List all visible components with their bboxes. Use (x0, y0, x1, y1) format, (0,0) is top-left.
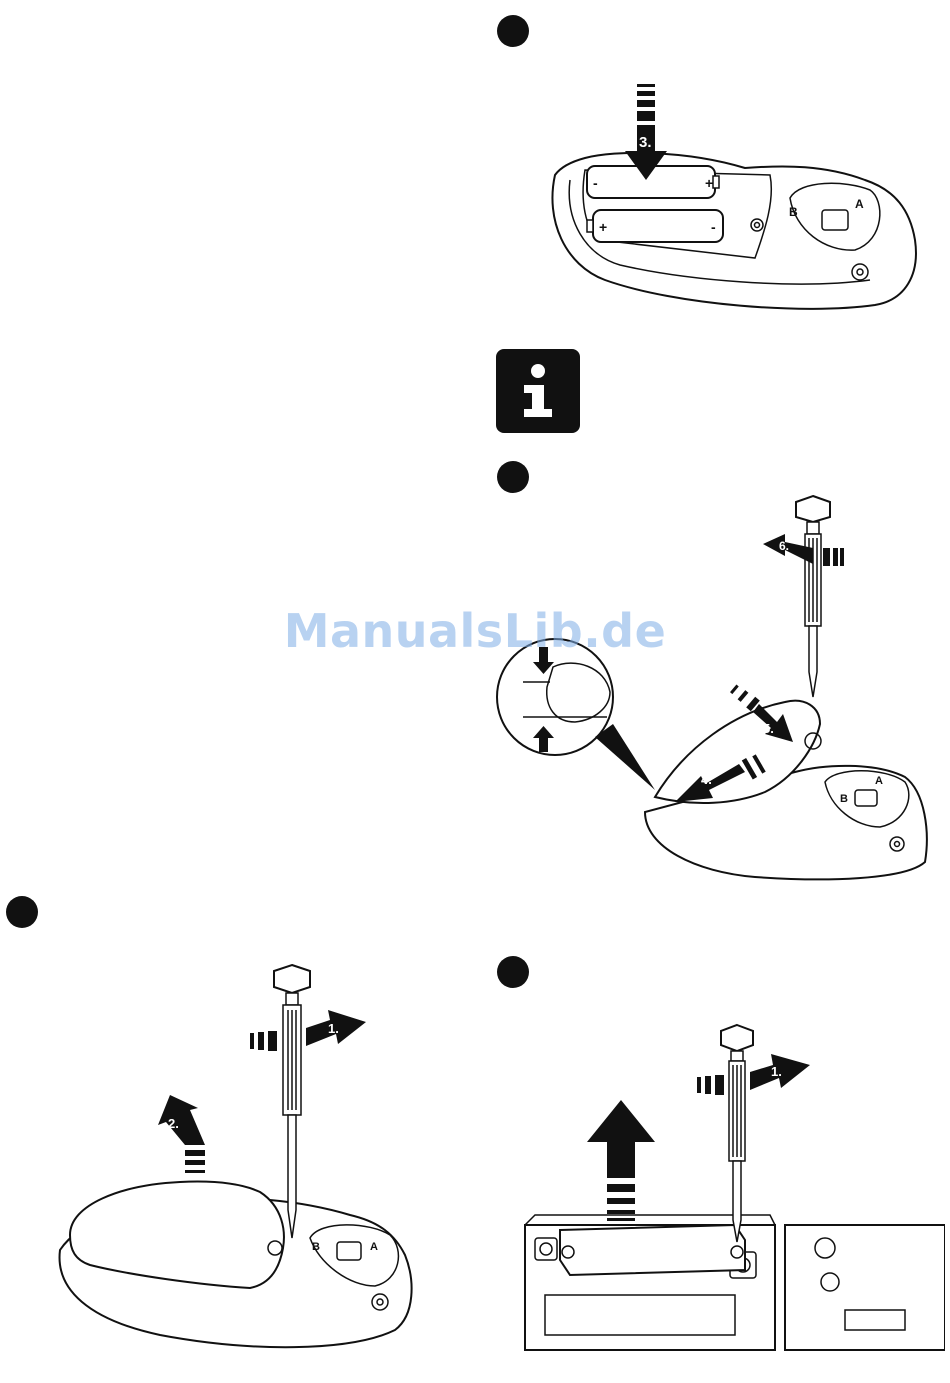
cover-open-illustration: 1. 2. A B (50, 960, 420, 1360)
label-a: A (370, 1241, 378, 1253)
step-label: 4. (701, 772, 712, 787)
label-a: A (855, 197, 864, 211)
battery-plus-label: + (599, 219, 607, 235)
cover-close-illustration: 6. 5. 4. A B (495, 492, 945, 884)
battery-minus-label: - (593, 175, 598, 191)
step-label: 3. (639, 134, 652, 151)
watermark: ManualsLib.de (0, 604, 950, 658)
info-icon (496, 349, 580, 433)
battery-plus-label: + (705, 175, 713, 191)
step-label: 5. (763, 721, 774, 736)
label-b: B (312, 1241, 320, 1253)
step-marker-dot (497, 461, 529, 493)
battery-insert-illustration: + - + - 3. A B (525, 80, 945, 325)
step-marker-dot (6, 896, 38, 928)
battery-minus-label: - (711, 219, 716, 235)
step-label: 1. (771, 1064, 782, 1079)
step-marker-dot (497, 956, 529, 988)
step-label: 6. (779, 539, 789, 553)
label-a: A (875, 775, 883, 787)
label-b: B (840, 793, 848, 805)
step-marker-dot (497, 15, 529, 47)
step-label: 2. (168, 1116, 179, 1131)
label-b: B (789, 205, 798, 219)
module-remove-illustration: 1. (515, 1020, 945, 1360)
step-label: 1. (328, 1021, 339, 1036)
